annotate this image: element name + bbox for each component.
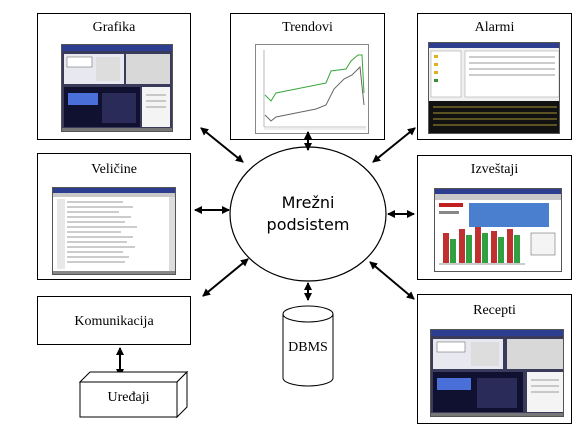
arrow-alarmi xyxy=(372,127,416,163)
alarmi-box: Alarmi xyxy=(417,13,572,140)
network-subsystem-label: Mrežni podsistem xyxy=(238,192,378,236)
velicine-box: Veličine xyxy=(37,153,191,280)
network-subsystem-line1: Mrežni xyxy=(281,193,335,212)
arrow-grafika xyxy=(200,127,244,163)
arrow-komunikacija xyxy=(202,258,249,297)
grafika-screenshot-art xyxy=(62,45,172,131)
arrow-recepti xyxy=(369,261,415,300)
izvestaji-chart-art xyxy=(435,189,561,265)
recepti-title: Recepti xyxy=(473,303,516,318)
uredjaji-label: Uređaji xyxy=(107,390,150,405)
alarmi-title: Alarmi xyxy=(474,20,515,35)
grafika-title: Grafika xyxy=(92,20,136,35)
komunikacija-box: Komunikacija xyxy=(37,296,191,345)
komunikacija-title: Komunikacija xyxy=(74,314,154,329)
dbms-label: DBMS xyxy=(288,340,328,355)
alarmi-screenshot xyxy=(428,42,560,134)
grafika-box: Grafika xyxy=(37,13,191,140)
velicine-screenshot-art xyxy=(53,188,175,274)
velicine-screenshot xyxy=(52,187,176,275)
izvestaji-box: Izveštaji xyxy=(417,155,572,280)
velicine-title: Veličine xyxy=(91,162,137,177)
trendovi-title: Trendovi xyxy=(282,20,333,35)
trendovi-box: Trendovi xyxy=(230,13,385,140)
recepti-box: Recepti xyxy=(417,294,572,424)
grafika-screenshot xyxy=(61,44,173,132)
izvestaji-screenshot xyxy=(434,188,562,272)
recepti-screenshot-art xyxy=(431,330,563,416)
izvestaji-title: Izveštaji xyxy=(470,162,519,177)
uredjaji-box xyxy=(78,370,189,419)
trendovi-screenshot xyxy=(255,44,369,134)
dbms-cylinder xyxy=(282,305,334,387)
network-subsystem-line2: podsistem xyxy=(266,215,350,234)
recepti-screenshot xyxy=(430,329,564,417)
trendovi-chart-art xyxy=(263,50,366,130)
alarmi-screenshot-art xyxy=(429,43,559,133)
